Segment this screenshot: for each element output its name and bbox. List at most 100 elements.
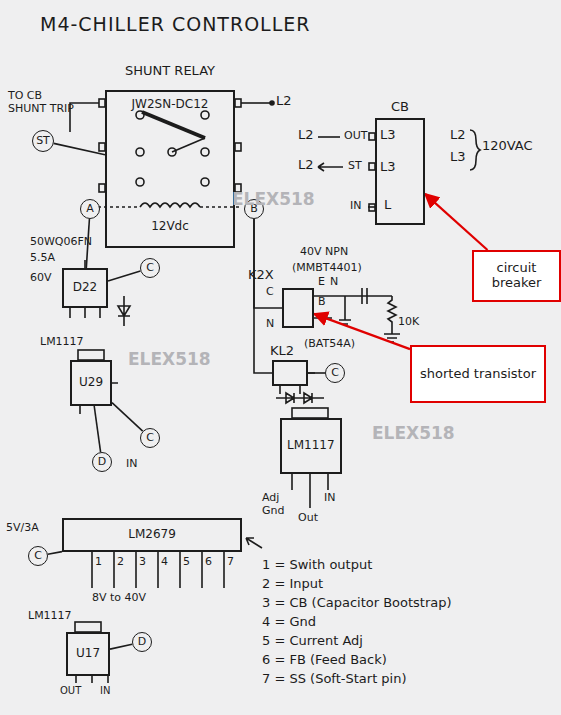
- net-circle: C: [140, 428, 160, 448]
- schematic-label: 1 = Swith output: [262, 558, 372, 573]
- pin-number: 7: [227, 556, 234, 569]
- part-label: LM1117: [287, 439, 335, 453]
- part-label: U29: [79, 376, 103, 390]
- schematic-label: OUT: [344, 130, 367, 143]
- schematic-label: 120VAC: [482, 139, 533, 154]
- part-label: C: [146, 432, 154, 445]
- part-label: U17: [76, 647, 100, 661]
- callout-arrow: [425, 194, 488, 250]
- regulator-pins-stroke: [78, 350, 104, 360]
- relay-contacts-stroke: [235, 143, 241, 151]
- relay-contacts-stroke: [201, 178, 209, 186]
- callout-box: circuit breaker: [472, 250, 561, 302]
- schematic-label: 4 = Gnd: [262, 615, 316, 630]
- part-heading: SHUNT RELAY: [125, 64, 215, 79]
- schematic-label: IN: [100, 685, 110, 697]
- pin-number: 3: [139, 556, 146, 569]
- regulator-pins-stroke: [292, 474, 328, 508]
- regulator-box: LM1117: [280, 418, 342, 474]
- part-heading: K2X: [248, 268, 274, 283]
- wire-connector: [112, 403, 143, 432]
- schematic-label: 8V to 40V: [92, 592, 146, 605]
- transistor-box: K2X: [282, 288, 314, 328]
- schematic-label: L: [384, 198, 391, 213]
- relay-contacts-stroke: [172, 138, 205, 152]
- part-label: JW2SN-DC12: [132, 98, 209, 112]
- schematic-label: TO CB SHUNT TRIP: [8, 90, 74, 115]
- pin-number: 6: [205, 556, 212, 569]
- part-heading: CB: [391, 100, 409, 115]
- relay-contacts-stroke: [140, 203, 200, 207]
- watermark-text: ELEX518: [372, 424, 455, 444]
- schematic-label: E: [318, 276, 325, 289]
- relay-output-wire-stroke: [70, 103, 99, 132]
- relay-contacts-stroke: [201, 111, 209, 119]
- schematic-label: C: [266, 286, 274, 299]
- watermark-text: ELEX518: [232, 190, 315, 210]
- regulator-box: U17: [66, 632, 110, 676]
- schematic-label: L3: [380, 160, 396, 175]
- schematic-label: 5V/3A: [6, 522, 39, 535]
- schematic-label: L2: [298, 128, 314, 143]
- pin-number: 5: [183, 556, 190, 569]
- part-label: ST: [36, 135, 50, 148]
- wire-connector: [94, 406, 100, 452]
- schematic-label: 60V: [30, 272, 52, 285]
- wire-connector: [308, 372, 325, 374]
- regulator-pins-stroke: [76, 676, 108, 683]
- schematic-label: (BAT54A): [304, 338, 355, 351]
- part-label: 12Vdc: [151, 220, 189, 234]
- regulator-pins-stroke: [75, 622, 101, 632]
- regulator-pins-stroke: [292, 408, 328, 418]
- schematic-label: B: [318, 296, 326, 309]
- net-circle: C: [140, 258, 160, 278]
- wire-connector: [48, 552, 62, 555]
- part-label: LM2679: [128, 528, 176, 542]
- schematic-label: 50WQ06FN: [30, 236, 92, 249]
- relay-contacts-stroke: [201, 148, 209, 156]
- relay-output-wire-stroke: [241, 102, 272, 104]
- part-heading: KL2: [270, 344, 294, 359]
- diode-symbol-stroke: [118, 296, 130, 326]
- relay-box: SHUNT RELAYJW2SN-DC1212VdcAB: [105, 90, 235, 248]
- pin-number: 4: [161, 556, 168, 569]
- breaker-wires-stroke: [318, 163, 343, 171]
- schematic-label: 5 = Current Adj: [262, 634, 363, 649]
- wire-connector: [254, 219, 282, 308]
- terminal-circle: A: [80, 199, 100, 219]
- diode-package: D22: [62, 268, 108, 308]
- lm2679-pins-stroke: [92, 552, 224, 588]
- watermark-text: ELEX518: [128, 350, 211, 370]
- schematic-label: Out: [298, 512, 318, 525]
- relay-contacts-stroke: [142, 112, 205, 138]
- transistor-circuit: [314, 288, 400, 342]
- schematic-label: L3: [450, 150, 466, 165]
- net-circle: D: [132, 632, 152, 652]
- shunt-trip-circle: ST: [32, 130, 54, 152]
- relay-output-wire-stroke: [270, 101, 274, 105]
- schematic-label: L2: [298, 158, 314, 173]
- schematic-label: LM1117: [40, 336, 84, 349]
- part-label: shorted transistor: [420, 367, 536, 382]
- part-label: C: [331, 367, 339, 380]
- callout-box: shorted transistor: [410, 345, 546, 403]
- schematic-label: 3 = CB (Capacitor Bootstrap): [262, 596, 452, 611]
- breaker-wires-stroke: [470, 130, 480, 170]
- schematic-label: 40V NPN: [300, 246, 348, 259]
- transistor-circuit-stroke: [345, 288, 400, 342]
- schematic-label: Adj Gnd: [262, 492, 296, 517]
- relay-contacts: [98, 99, 242, 207]
- schematic-label: IN: [350, 200, 361, 213]
- schematic-label: LM1117: [28, 610, 72, 623]
- lm2679-pins-stroke: [246, 538, 262, 548]
- part-label: D: [98, 456, 106, 469]
- net-circle: C: [28, 546, 48, 566]
- part-label: circuit breaker: [482, 261, 551, 291]
- pin-number: 1: [95, 556, 102, 569]
- diode-package: KL2: [272, 360, 308, 386]
- ic-box: LM2679: [62, 518, 242, 552]
- part-label: D: [138, 636, 146, 649]
- schematic-label: L2: [450, 128, 466, 143]
- relay-contacts-stroke: [136, 178, 144, 186]
- breaker-wires-stroke: [318, 136, 340, 138]
